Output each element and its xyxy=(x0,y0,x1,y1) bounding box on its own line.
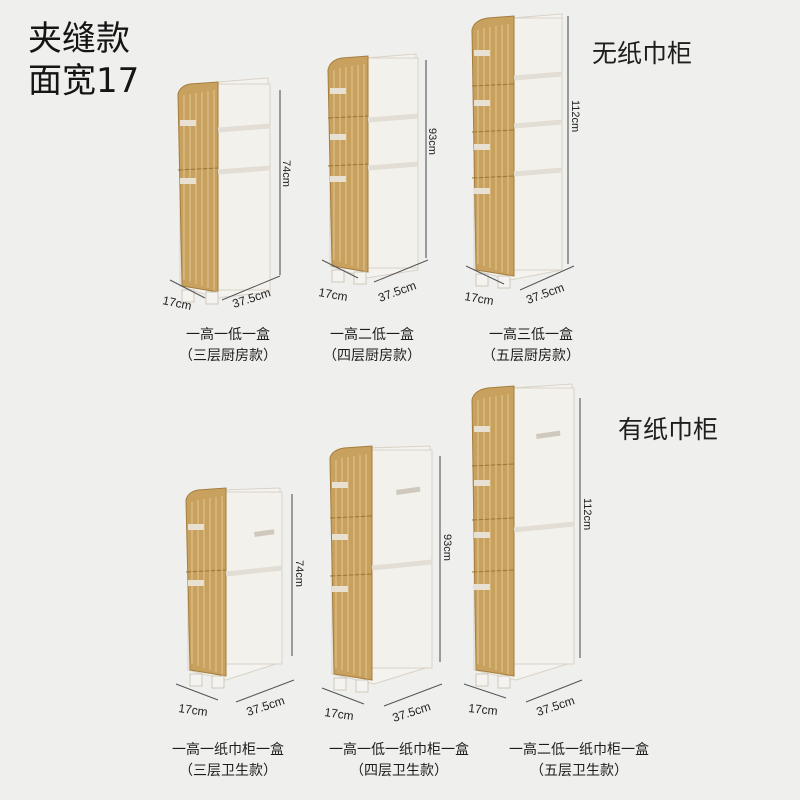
height-label: 112cm xyxy=(569,100,581,132)
cabinet-5-tier-bathroom: 112cm 17cm 37.5cm xyxy=(463,383,593,719)
caption-line2: （三层卫生款） xyxy=(179,763,277,779)
header-subtitle: 面宽17 xyxy=(28,61,140,101)
caption-line1: 一高一纸巾柜一盒 xyxy=(172,742,284,758)
caption-line1: 一高二低一盒 xyxy=(330,327,414,343)
height-label: 74cm xyxy=(293,560,305,587)
caption-line2: （四层厨房款） xyxy=(323,348,421,364)
depth-label: 37.5cm xyxy=(391,699,433,724)
cabinet-3-tier-bathroom: 74cm 17cm 37.5cm xyxy=(175,487,305,719)
width-label: 17cm xyxy=(463,289,494,308)
product-caption: 一高二低一纸巾柜一盒 （五层卫生款） xyxy=(484,740,674,782)
caption-line2: （四层卫生款） xyxy=(350,763,448,779)
width-label: 17cm xyxy=(324,705,355,723)
caption-line1: 一高二低一纸巾柜一盒 xyxy=(509,742,649,758)
caption-line1: 一高一低一纸巾柜一盒 xyxy=(329,742,469,758)
product-caption: 一高三低一盒 （五层厨房款） xyxy=(436,325,626,367)
caption-line2: （五层厨房款） xyxy=(482,348,580,364)
product-caption: 一高二低一盒 （四层厨房款） xyxy=(277,325,467,367)
width-label: 17cm xyxy=(318,285,349,304)
section-label-no-tissue: 无纸巾柜 xyxy=(592,39,693,68)
width-label: 17cm xyxy=(178,701,209,719)
caption-line2: （五层卫生款） xyxy=(530,763,628,779)
width-label: 17cm xyxy=(468,701,499,718)
caption-line1: 一高三低一盒 xyxy=(489,327,573,343)
depth-label: 37.5cm xyxy=(535,693,577,718)
height-label: 112cm xyxy=(581,498,593,530)
depth-label: 37.5cm xyxy=(524,280,566,307)
product-caption: 一高一纸巾柜一盒 （三层卫生款） xyxy=(133,740,323,782)
height-label: 74cm xyxy=(280,160,292,187)
product-caption: 一高一低一纸巾柜一盒 （四层卫生款） xyxy=(304,740,494,782)
caption-line2: （三层厨房款） xyxy=(179,348,277,364)
caption-line1: 一高一低一盒 xyxy=(186,327,270,343)
cabinet-4-tier-bathroom: 93cm 17cm 37.5cm xyxy=(321,445,453,725)
section-label-with-tissue: 有纸巾柜 xyxy=(618,415,719,444)
cabinet-4-tier-kitchen: 93cm 17cm 37.5cm xyxy=(318,53,438,305)
depth-label: 37.5cm xyxy=(376,278,418,305)
cabinet-3-tier-kitchen: 74cm 17cm 37.5cm xyxy=(161,77,292,310)
depth-label: 37.5cm xyxy=(245,693,287,718)
height-label: 93cm xyxy=(426,128,438,155)
header-title: 夹缝款 xyxy=(28,19,130,59)
product-caption: 一高一低一盒 （三层厨房款） xyxy=(133,325,323,367)
width-label: 17cm xyxy=(161,293,193,310)
height-label: 93cm xyxy=(441,534,453,561)
cabinet-5-tier-kitchen: 112cm 17cm 37.5cm xyxy=(463,13,581,308)
